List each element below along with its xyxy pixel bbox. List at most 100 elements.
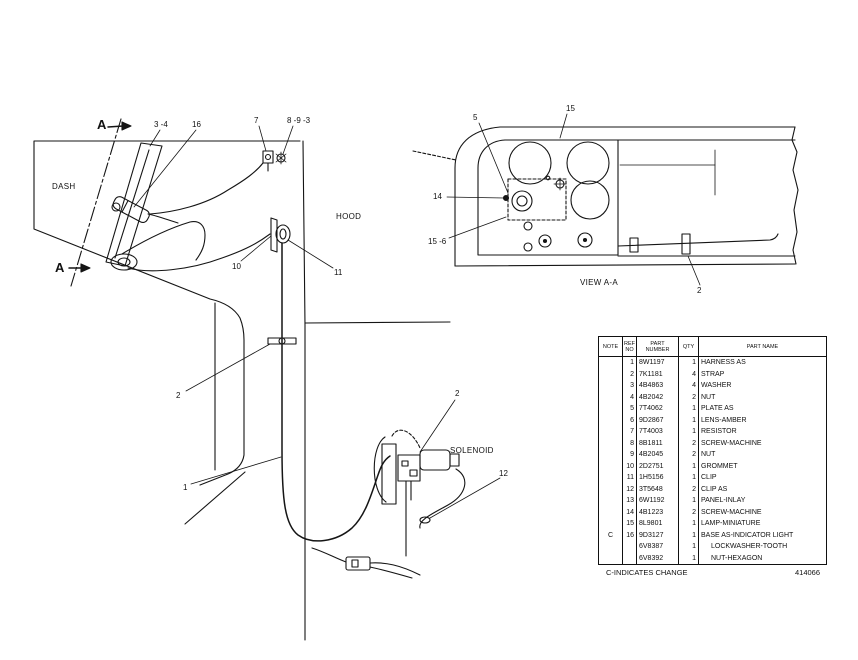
indicator-lamp-band <box>121 199 129 213</box>
part-number-cell: 8W1197 <box>636 356 679 369</box>
grommet-plate-part-10 <box>270 217 278 253</box>
note-cell: C <box>598 529 623 541</box>
note-cell <box>598 391 623 403</box>
note-cell <box>598 426 623 438</box>
header-part-name: PART NAME <box>698 336 827 357</box>
control-knob-2-center <box>542 238 548 244</box>
part-name-cell: NUT <box>698 391 827 403</box>
part-name-cell: GROMMET <box>698 460 827 472</box>
part-number-cell: 6V8387 <box>636 541 679 553</box>
ref-cell: 11 <box>622 472 637 484</box>
parts-header-row: NOTE REF NO PART NUMBER QTY PART NAME <box>598 336 827 357</box>
section-arrowhead-bottom <box>80 263 91 273</box>
qty-cell: 1 <box>678 529 699 541</box>
part-number-cell: 4B2042 <box>636 391 679 403</box>
callout-15-6: 15 -6 <box>428 237 447 246</box>
leader-15-6 <box>448 216 507 239</box>
dash-lower-edge <box>184 471 246 525</box>
note-cell <box>598 506 623 518</box>
qty-cell: 2 <box>678 437 699 449</box>
connector-wire-in <box>311 547 347 563</box>
part-name-cell: STRAP <box>698 368 827 380</box>
qty-cell: 4 <box>678 380 699 392</box>
panel-harness-wire <box>617 233 779 247</box>
harness-wire-cross <box>121 221 206 261</box>
ref-cell: 15 <box>622 518 637 530</box>
ref-cell: 3 <box>622 380 637 392</box>
callout-16: 16 <box>192 120 201 129</box>
solenoid-cap <box>449 453 460 467</box>
ref-cell: 12 <box>622 483 637 495</box>
qty-cell: 2 <box>678 506 699 518</box>
part-number-cell: 8L9801 <box>636 518 679 530</box>
control-knob-4 <box>577 232 593 248</box>
part-number-cell: 3T5648 <box>636 483 679 495</box>
harness-wire-upper <box>149 162 264 215</box>
control-knob-1 <box>523 221 533 231</box>
clip-part-7 <box>262 150 274 164</box>
view-broken-edge <box>791 126 799 265</box>
qty-cell: 1 <box>678 552 699 565</box>
qty-cell: 1 <box>678 495 699 507</box>
part-name-cell: LAMP-MINIATURE <box>698 518 827 530</box>
qty-cell: 1 <box>678 460 699 472</box>
leader-2-view <box>687 255 701 286</box>
strap-part-2 <box>267 337 297 345</box>
connector-latch <box>351 559 359 568</box>
part-name-cell: PANEL-INLAY <box>698 495 827 507</box>
solenoid-terminal-b <box>409 469 418 477</box>
header-note: NOTE <box>598 336 623 357</box>
qty-cell: 2 <box>678 449 699 461</box>
instrument-panel-plate <box>477 139 619 256</box>
area-label-hood: HOOD <box>336 212 361 221</box>
change-note: C-INDICATES CHANGE <box>606 568 688 577</box>
connector-wire-out-2 <box>369 566 413 579</box>
grommet-hole <box>279 228 287 240</box>
qty-cell: 2 <box>678 391 699 403</box>
part-number-cell: 4B2045 <box>636 449 679 461</box>
indicator-base-ring <box>110 253 138 271</box>
part-number-cell: 4B1223 <box>636 506 679 518</box>
leader-7 <box>258 125 267 152</box>
part-number-cell: 6V8392 <box>636 552 679 565</box>
leader-5 <box>478 122 509 194</box>
indicator-light <box>511 190 533 212</box>
part-number-cell: 8B1811 <box>636 437 679 449</box>
indicator-light-lens <box>516 195 528 207</box>
note-cell <box>598 483 623 495</box>
qty-cell: 1 <box>678 356 699 369</box>
note-cell <box>598 460 623 472</box>
part-name-cell: CLIP AS <box>698 483 827 495</box>
note-cell <box>598 414 623 426</box>
qty-cell: 1 <box>678 541 699 553</box>
callout-14: 14 <box>433 192 442 201</box>
part-name-cell: PLATE AS <box>698 403 827 415</box>
view-outer-outline <box>454 126 796 267</box>
leader-10 <box>240 235 272 262</box>
switch-small-marks <box>553 177 567 191</box>
illustration-number: 414066 <box>795 568 821 577</box>
control-knob-4-center <box>582 237 588 243</box>
panel-strap-part-2 <box>681 233 691 255</box>
callout-5: 5 <box>473 113 478 122</box>
callout-2-clip: 2 <box>176 391 181 400</box>
leader-2-solenoid <box>419 399 456 453</box>
leader-14-dot <box>502 194 510 202</box>
indicator-lamp-knob <box>111 202 121 212</box>
note-cell <box>598 472 623 484</box>
ref-cell: 16 <box>622 529 637 541</box>
harness-main-run <box>281 242 391 542</box>
ref-cell <box>622 552 637 565</box>
part-number-cell: 4B4863 <box>636 380 679 392</box>
leader-14 <box>446 196 505 199</box>
